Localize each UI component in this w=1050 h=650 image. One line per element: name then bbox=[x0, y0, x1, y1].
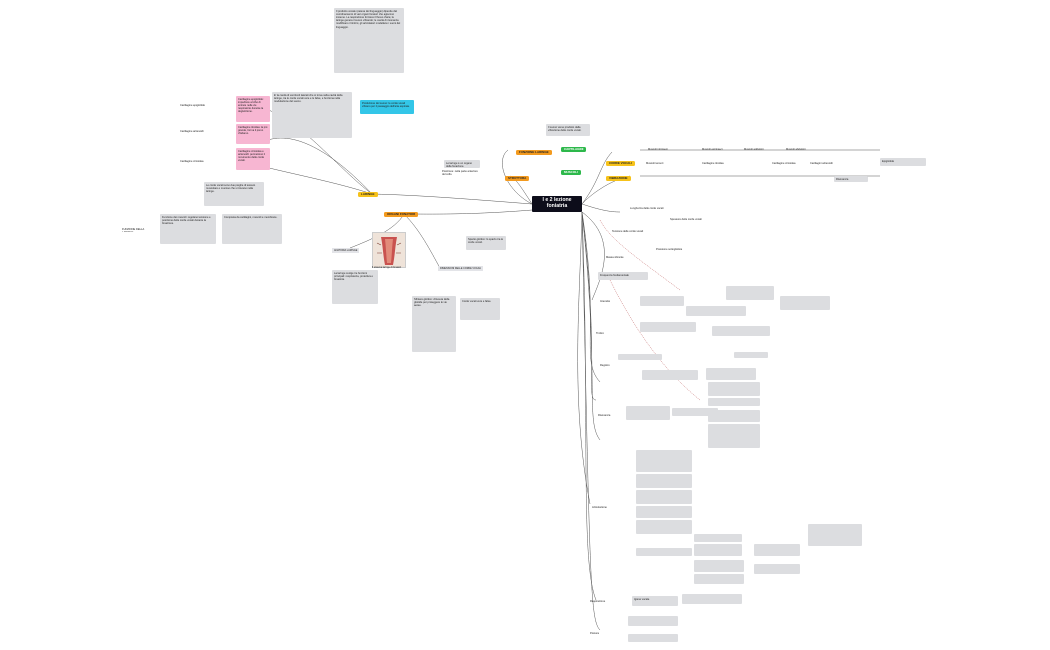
note-under-image: La laringe svolge tre funzioni principal… bbox=[332, 270, 378, 304]
branch-funzione-laringe[interactable]: FUNZIONE LARINGE bbox=[516, 150, 552, 156]
box-r-14 bbox=[708, 398, 760, 406]
list-item-11: Articolazione bbox=[592, 505, 607, 509]
branch-organi-fonatori[interactable]: ORGANI FONATORI bbox=[384, 212, 419, 218]
branch-laringe[interactable]: LARINGE bbox=[358, 192, 378, 198]
box-r-24 bbox=[694, 544, 742, 556]
note-mid-left: Le corde vocali sono due pieghe di tessu… bbox=[204, 182, 264, 206]
note-left-b: Posizione: nella parte anteriore del col… bbox=[442, 169, 478, 176]
branch-struttura[interactable]: STRUTTURA bbox=[505, 176, 530, 182]
label-muscoli-abduttori: Muscoli abduttori bbox=[786, 147, 806, 151]
label-risonanza: Risonanza bbox=[834, 176, 868, 182]
box-r-15 bbox=[708, 410, 760, 422]
box-r-26 bbox=[694, 574, 744, 584]
list-item-9: Registro bbox=[600, 363, 610, 367]
note-pink-tiroidea: Cartilagine tiroidea: la più grande, for… bbox=[236, 124, 270, 144]
box-r-6 bbox=[712, 326, 770, 336]
label-dimensioni: DIMENSIONI DELLE CORDE VOCALI bbox=[438, 266, 484, 271]
box-r-32 bbox=[628, 634, 678, 642]
list-item-7: Intensità bbox=[600, 299, 610, 303]
list-item-2: Spessore delle corde vocali bbox=[670, 217, 702, 221]
note-muscoli: Composta da cartilagini, muscoli e membr… bbox=[222, 214, 282, 244]
image-caption: Il sistema laringe di fonatori bbox=[372, 266, 402, 269]
list-item-8: Timbro bbox=[596, 331, 604, 335]
label-far-left-1: Cartilagine epiglottide bbox=[180, 103, 205, 107]
branch-cartilagini[interactable]: CARTILAGINI bbox=[561, 147, 587, 153]
box-r-7 bbox=[618, 354, 662, 360]
box-r-20 bbox=[636, 506, 692, 518]
box-r-2 bbox=[686, 306, 746, 316]
label-aritenoidi: Cartilagini aritenoidi bbox=[810, 161, 833, 165]
box-r-13 bbox=[708, 382, 760, 396]
list-item-12: Respirazione bbox=[590, 599, 606, 603]
box-r-17 bbox=[636, 450, 692, 472]
box-r-11 bbox=[626, 406, 670, 420]
box-r-12 bbox=[672, 408, 718, 416]
larynx-illustration-icon bbox=[373, 233, 405, 267]
list-item-5: Pressione sottoglottica bbox=[656, 247, 683, 251]
label-far-left-3: Cartilagine cricoidea bbox=[180, 159, 204, 163]
box-r-23 bbox=[694, 534, 742, 542]
label-far-left-2: Cartilagine aritenoidi bbox=[180, 129, 204, 133]
label-epiglottide: Epiglottide bbox=[880, 158, 926, 166]
branch-corde-vocali[interactable]: CORDE VOCALI bbox=[606, 161, 636, 167]
list-item-6: Frequenza fondamentale bbox=[598, 272, 648, 280]
box-r-25 bbox=[694, 560, 744, 572]
central-title-line1: I e 2 lezione bbox=[542, 197, 572, 203]
box-r-1 bbox=[640, 296, 684, 306]
note-pink-cricoidea: Cartilagine cricoidea e aritenoidi: perm… bbox=[236, 148, 270, 170]
box-r-31 bbox=[628, 616, 678, 626]
branch-vibrazione[interactable]: VIBRAZIONE bbox=[606, 176, 631, 182]
box-r-10 bbox=[706, 368, 756, 380]
label-muscoli-adduttori: Muscoli adduttori bbox=[744, 147, 764, 151]
larynx-image bbox=[372, 232, 406, 268]
note-top-left: E' la cavità di ventricoli laterali che … bbox=[272, 92, 352, 138]
box-r-21 bbox=[636, 520, 692, 534]
list-item-4: Massa vibrante bbox=[606, 255, 624, 259]
list-item-14: Igiene vocale bbox=[632, 596, 678, 606]
central-topic[interactable]: I e 2 lezione foniatria bbox=[532, 196, 582, 212]
list-item-13: Postura bbox=[590, 631, 599, 635]
box-r-16 bbox=[708, 424, 760, 448]
list-item-1: Lunghezza delle corde vocali bbox=[630, 206, 664, 210]
note-left-a: Le laringe è un organo della fonazione. bbox=[444, 160, 480, 168]
label-muscoli-tensori: Muscoli tensori bbox=[646, 161, 664, 165]
note-top-center: Il prodotto vocale (catena del linguaggi… bbox=[334, 8, 404, 73]
label-funzione-laringe: FUNZIONE DELLA LARINGE bbox=[122, 227, 145, 233]
box-r-22 bbox=[636, 548, 692, 556]
label-cricoidea: Cartilagine cricoidea bbox=[772, 161, 796, 165]
list-item-3: Tensione delle corde vocali bbox=[612, 229, 644, 233]
label-muscoli-intrinseci: Muscoli intrinseci bbox=[648, 147, 668, 151]
note-right-top: Il suono viene prodotto dalla vibrazione… bbox=[546, 124, 590, 136]
box-r-30 bbox=[682, 594, 742, 604]
note-sphinx: Sfintere glottico: chiusura della glotti… bbox=[412, 296, 456, 352]
label-anatomia: ANATOMIA LARINGE bbox=[332, 248, 360, 253]
box-r-18 bbox=[636, 474, 692, 488]
label-tiroidea: Cartilagine tiroidea bbox=[702, 161, 724, 165]
box-r-28 bbox=[754, 564, 800, 574]
box-r-5 bbox=[640, 322, 696, 332]
branch-muscoli[interactable]: MUSCOLI bbox=[561, 170, 581, 176]
list-item-10: Risonanza bbox=[598, 413, 611, 417]
box-r-4 bbox=[780, 296, 830, 310]
note-center-1: Corde vocali vere e false. bbox=[460, 298, 500, 320]
box-r-3 bbox=[726, 286, 774, 300]
note-center-2: Spazio glottico: lo spazio tra le corde … bbox=[466, 236, 506, 250]
central-title-line2: foniatria bbox=[546, 202, 568, 209]
note-pink-epiglottide: Cartilagine epiglottide: impedisce al ci… bbox=[236, 96, 270, 122]
box-r-19 bbox=[636, 490, 692, 504]
note-blue: Produzione del suono: le corde vocali vi… bbox=[360, 100, 414, 114]
box-r-8 bbox=[642, 370, 698, 380]
label-muscoli-estrinseci: Muscoli estrinseci bbox=[702, 147, 723, 151]
note-bottom-left: Funzione dei muscoli: regolano tensione … bbox=[160, 214, 216, 244]
box-r-27 bbox=[754, 544, 800, 556]
box-r-29 bbox=[808, 524, 862, 546]
box-r-9 bbox=[734, 352, 768, 358]
